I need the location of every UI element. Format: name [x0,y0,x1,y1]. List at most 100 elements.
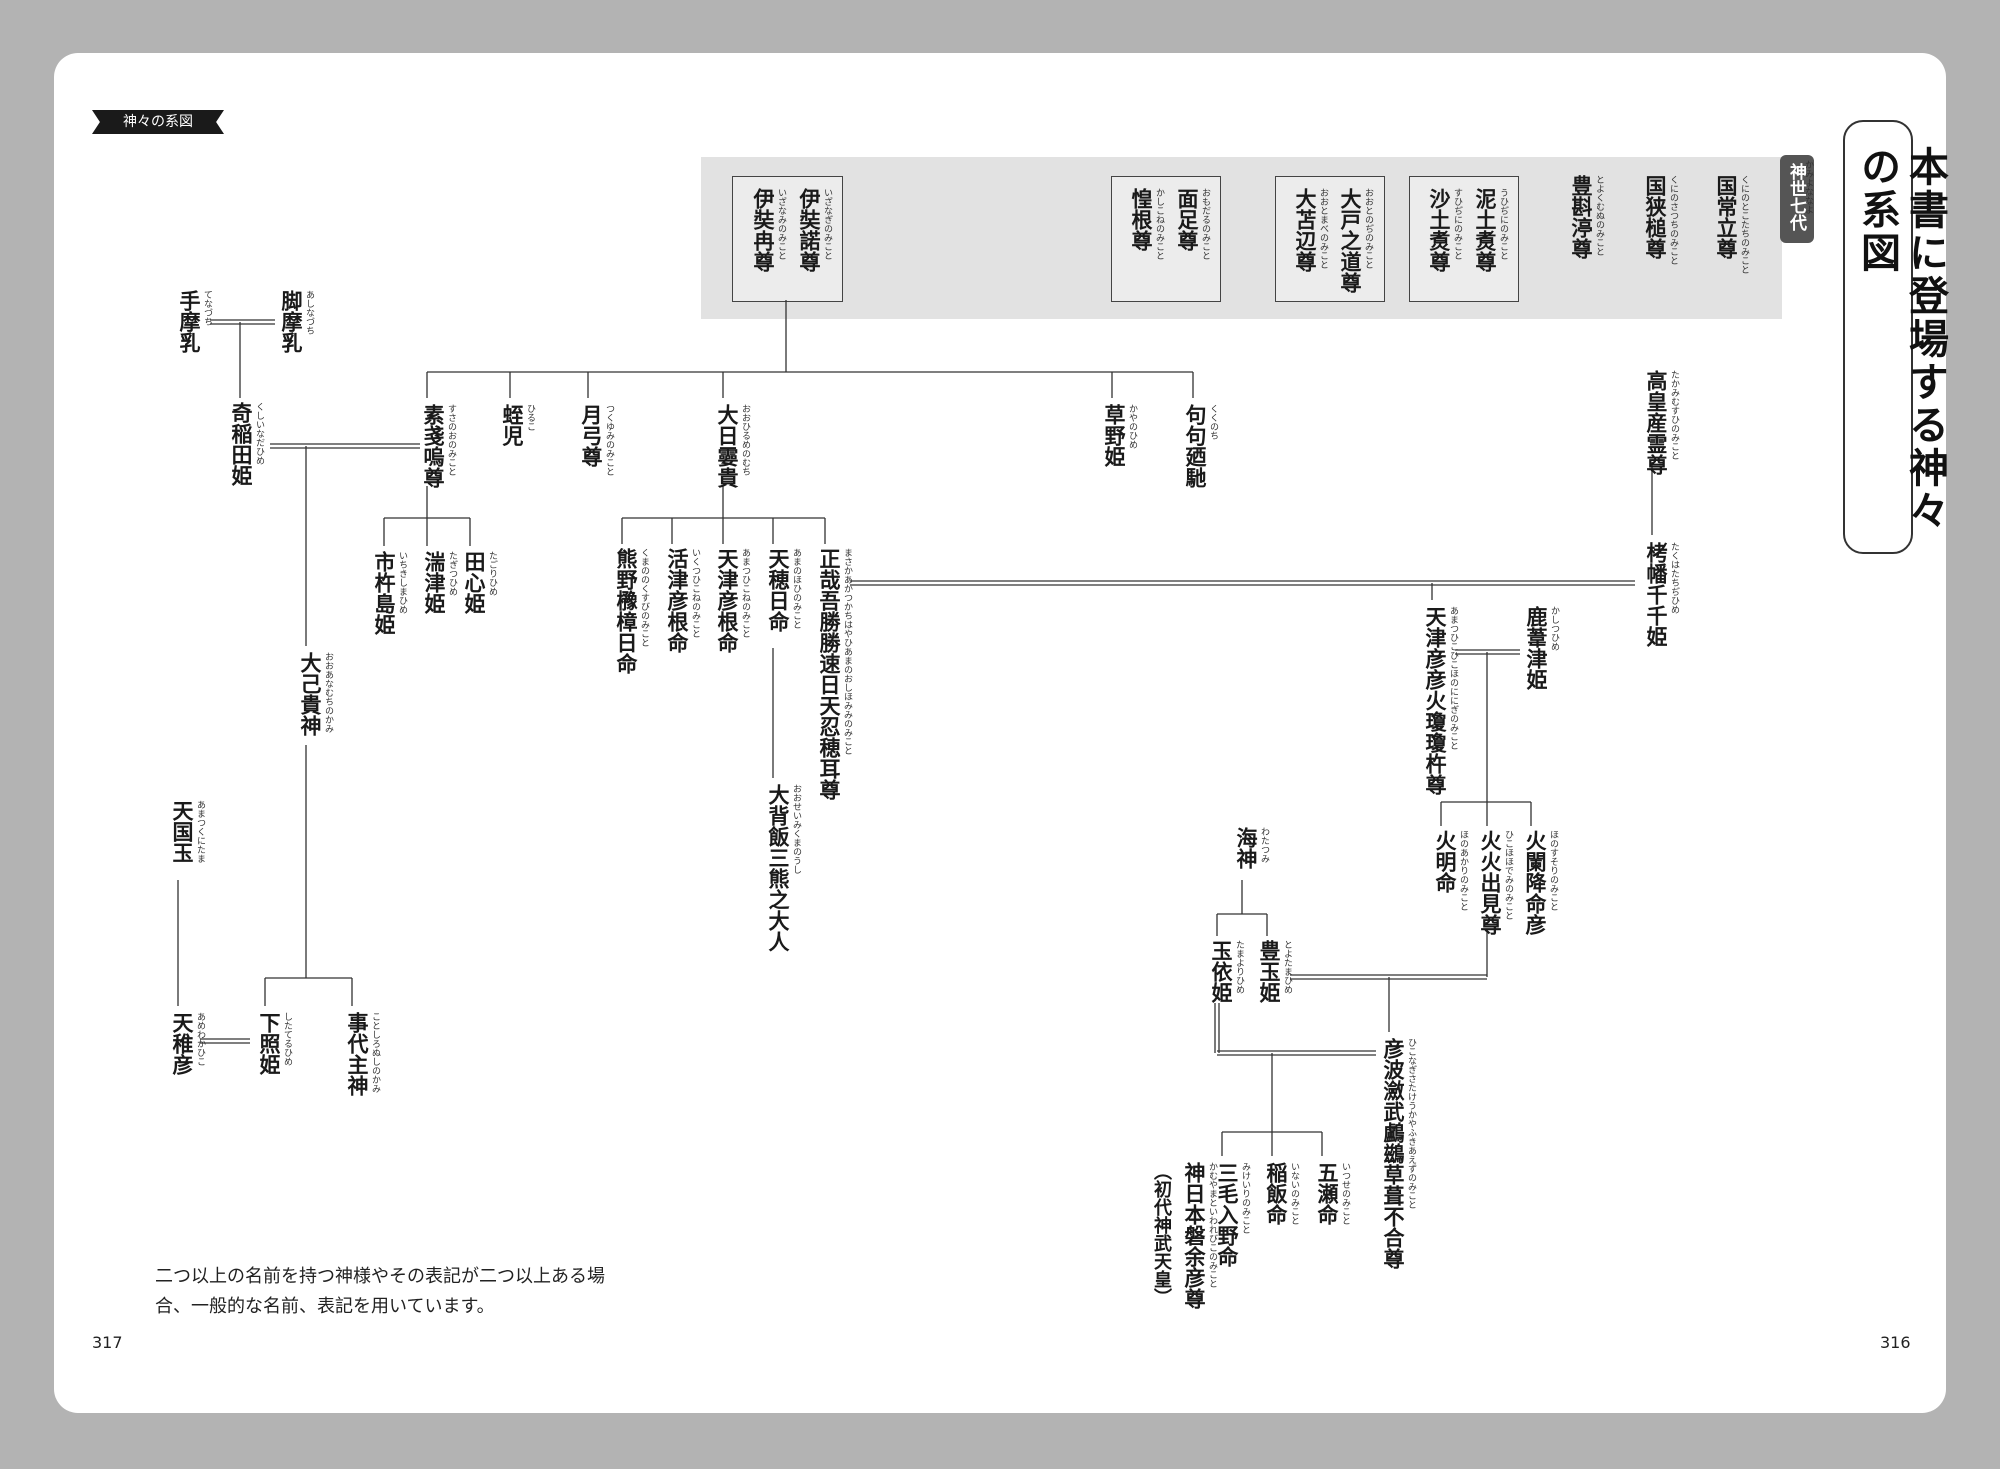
deity-ruby-mikeirinu: みけいりのみこと [1240,1162,1250,1234]
deity-ruby-amatsuhikone: あまつひこねのみこと [740,548,750,638]
deity-inai: 稲飯命 [1264,1162,1288,1225]
deity-jimmu: 神日本磐余彦尊 [1182,1162,1206,1309]
deity-kashikone: 惶根尊 [1129,188,1153,251]
deity-kashitsuhime: 鹿葦津姫 [1524,606,1548,690]
deity-tamayorihime: 玉依姫 [1209,940,1233,1003]
deity-tsukuyomi: 月弓尊 [579,404,603,467]
deity-ruby-kushinadahime: くしいなだひめ [254,402,264,465]
deity-hiruko: 蛭児 [500,404,524,446]
deity-takuhatachiji: 栲幡千千姫 [1644,542,1668,647]
deity-jimmu_note: （初代神武天皇） [1151,1162,1172,1306]
deity-kumanokusubi: 熊野櫲樟日命 [614,548,638,674]
footnote: 二つ以上の名前を持つ神様やその表記が二つ以上ある場合、一般的な名前、表記を用いて… [155,1266,605,1317]
deity-kunisatsuchi: 国狭槌尊 [1643,175,1667,259]
generation-label-text: 神世七代 [1786,163,1806,231]
deity-izanagi: 伊奘諾尊 [797,188,821,272]
deity-amatsuhikone: 天津彦根命 [715,548,739,653]
deity-ruby-otonoji: おおとのぢのみこと [1363,188,1373,269]
deity-ruby-kayanohime: かやのひめ [1127,404,1137,449]
deity-ruby-omodaru: おもだるのみこと [1200,188,1210,260]
deity-tenazuchi: 手摩乳 [177,290,201,353]
deity-ruby-honoakari: ほのあかりのみこと [1458,830,1468,911]
deity-watatsumi: 海神 [1234,827,1258,869]
deity-ruby-toyokumunu: とよくむぬのみこと [1594,175,1604,256]
deity-ohirumemuchi: 大日孁貴 [715,404,739,488]
deity-izanami: 伊奘冉尊 [751,188,775,272]
deity-uhijini: 泥土煑尊 [1473,188,1497,272]
deity-ruby-kotoshironushi: ことしろぬしのかみ [370,1012,380,1093]
deity-kuninotokotachi: 国常立尊 [1714,175,1738,259]
deity-masakaa: 正哉吾勝勝速日天忍穂耳尊 [817,548,841,800]
generation-label: 神世七代 [1780,155,1814,243]
deity-ruby-watatsumi: わたつみ [1259,827,1269,863]
deity-kukunochi: 句句廼馳 [1183,404,1207,488]
generation-label-ruby: かみよななよ [1803,160,1813,214]
seven-generations-panel [701,157,1782,319]
deity-ruby-tagitsuhime: たぎつひめ [447,551,457,596]
deity-ruby-kashitsuhime: かしつひめ [1549,606,1559,651]
deity-kayanohime: 草野姫 [1102,404,1126,467]
deity-ashinazuchi: 脚摩乳 [279,290,303,353]
deity-ruby-susanoo: すさのおのみこと [446,404,456,476]
deity-ruby-hiruko: ひるこ [525,404,535,431]
deity-ruby-izanagi: いざなぎのみこと [822,188,832,260]
deity-ruby-tamayorihime: たまよりひめ [1234,940,1244,994]
deity-ruby-kunisatsuchi: くにのさつちのみこと [1668,175,1678,265]
deity-ichikishima: 市杵島姫 [372,551,396,635]
deity-ruby-kukunochi: くくのち [1208,404,1218,440]
deity-ruby-amenohohi: あまのほひのみこと [791,548,801,629]
deity-ugayafukiaezu: 彦波瀲武鸕鷀草葺不合尊 [1381,1038,1405,1269]
deity-otomabe: 大苫辺尊 [1293,188,1317,272]
deity-ruby-ohirumemuchi: おおひるめのむち [740,404,750,476]
deity-ruby-suhijini: すひぢにのみこと [1452,188,1462,260]
deity-ruby-tenazuchi: てなづち [202,290,212,326]
couple-box-omodaru [1111,176,1221,302]
deity-amenokunitama: 天国玉 [170,800,194,863]
deity-kushinadahime: 奇稲田姫 [229,402,253,486]
deity-ruby-itsuse: いつせのみこと [1340,1162,1350,1225]
page-number-right: 316 [1880,1333,1911,1352]
deity-ruby-ashinazuchi: あしなづち [304,290,314,335]
deity-mikeirinu: 三毛入野命 [1215,1162,1239,1267]
deity-ruby-amewakahiko: あめわかひこ [195,1012,205,1066]
deity-ruby-kumanokusubi: くまののくすびのみこと [639,548,649,647]
deity-tagorihime: 田心姫 [462,551,486,614]
section-tab: 神々の系図 [92,110,224,134]
deity-ruby-izanami: いざなみのみこと [776,188,786,260]
deity-oanamuchi: 大己貴神 [298,652,322,736]
deity-susanoo: 素戔嗚尊 [421,404,445,488]
deity-omodaru: 面足尊 [1175,188,1199,251]
deity-osemikumanoushi: 大背飯三熊之大人 [766,784,790,952]
page-number-left: 317 [92,1333,123,1352]
deity-amenohohi: 天穂日命 [766,548,790,632]
deity-itsuse: 五瀬命 [1315,1162,1339,1225]
couple-box-izanagi [732,176,843,302]
deity-ruby-amenokunitama: あまつくにたま [195,800,205,863]
deity-ruby-kashikone: かしこねのみこと [1154,188,1164,260]
deity-ruby-jimmu: かむやまといわれびこのみこと [1207,1162,1217,1288]
deity-ruby-osemikumanoushi: おおせいみくまのうし [791,784,801,874]
deity-honoakari: 火明命 [1433,830,1457,893]
deity-takamimusuhi: 高皇産霊尊 [1644,370,1668,475]
deity-ruby-tagorihime: たごりひめ [487,551,497,596]
deity-ruby-otomabe: おおとまべのみこと [1318,188,1328,269]
page-title: 本書に登場する神々の系図 [1854,146,1948,533]
deity-honosusori: 火闌降命彦 [1523,830,1547,935]
deity-hikohohodemi: 火火出見尊 [1478,830,1502,935]
deity-kotoshironushi: 事代主神 [345,1012,369,1096]
deity-ruby-uhijini: うひぢにのみこと [1498,188,1508,260]
deity-ruby-ugayafukiaezu: ひこなぎさたけうかやふきあえずのみこと [1406,1038,1416,1209]
deity-ruby-kuninotokotachi: くにのとこたちのみこと [1739,175,1749,274]
deity-tagitsuhime: 湍津姫 [422,551,446,614]
deity-ruby-takuhatachiji: たくはたちぢひめ [1669,542,1679,614]
deity-ruby-oanamuchi: おおあなむちのかみ [323,652,333,733]
deity-ruby-masakaa: まさかあかつかちはやひあまのおしほみみのみこと [842,548,852,755]
deity-amewakahiko: 天稚彦 [170,1012,194,1075]
deity-ruby-takamimusuhi: たかみむすひのみこと [1669,370,1679,460]
deity-ruby-honosusori: ほのすそりのみこと [1548,830,1558,911]
deity-ruby-inai: いないのみこと [1289,1162,1299,1225]
deity-ninigi: 天津彦彦火瓊瓊杵尊 [1423,606,1447,795]
deity-ruby-ichikishima: いちきしまひめ [397,551,407,614]
deity-ruby-ninigi: あまつひこひこほのににぎのみこと [1448,606,1458,750]
